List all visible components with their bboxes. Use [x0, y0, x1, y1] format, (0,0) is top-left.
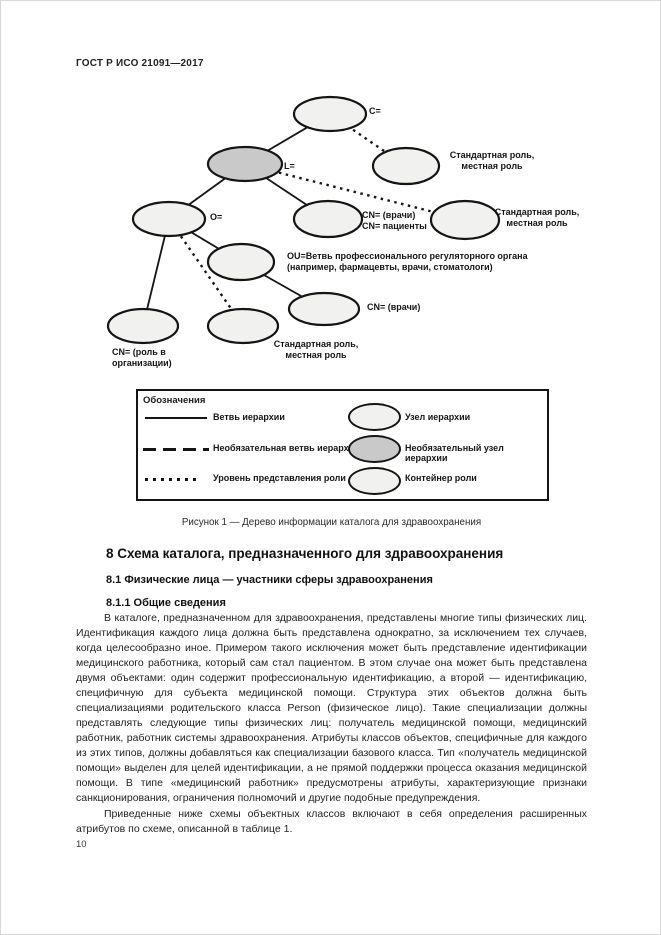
legend-line-branch-sample [145, 417, 207, 419]
legend-label-optional-branch: Необязательная ветвь иерархии [213, 443, 360, 453]
legend-role-container-sample [348, 467, 401, 495]
label-cn-org-role: CN= (роль в организации) [112, 347, 172, 368]
label-cn-doctors-patients: CN= (врачи) CN= пациенты [362, 210, 427, 231]
node-std-role-top [371, 146, 441, 186]
legend-optional-node-sample [348, 435, 401, 463]
legend-label-node: Узел иерархии [405, 412, 471, 422]
node-c [292, 95, 368, 133]
node-o [131, 200, 207, 238]
text-flow: Рисунок 1 — Дерево информации каталога д… [1, 511, 660, 837]
role-line-o [168, 218, 244, 327]
label-std-role-mid: Стандартная роль, местная роль [494, 207, 580, 228]
legend-line-role-level-sample [145, 478, 201, 481]
legend-label-role-level: Уровень представления роли [213, 473, 346, 483]
node-cn-doctors [287, 291, 361, 327]
figure-caption: Рисунок 1 — Дерево информации каталога д… [181, 517, 482, 528]
label-cn-doctors: CN= (врачи) [367, 302, 421, 312]
document-header-title: ГОСТ Р ИСО 21091—2017 [76, 58, 204, 69]
node-cn-doctors-patients [292, 199, 364, 239]
node-l-optional [206, 145, 284, 183]
legend-box: Обозначения Ветвь иерархии Необязательна… [136, 389, 549, 501]
label-std-role-bottom: Стандартная роль, местная роль [273, 339, 359, 360]
label-o: O= [210, 212, 223, 222]
legend-title: Обозначения [143, 395, 206, 406]
page-number: 10 [76, 839, 87, 850]
legend-line-optional-branch-sample [143, 448, 209, 451]
label-l: L= [284, 161, 295, 171]
node-ou [206, 242, 276, 282]
tree-diagram-svg [106, 95, 501, 345]
legend-node-sample [348, 403, 401, 431]
legend-label-branch: Ветвь иерархии [213, 412, 285, 422]
role-line-l [244, 162, 466, 222]
section-heading-8-1-1: 8.1.1 Общие сведения [106, 597, 226, 609]
label-std-role-top: Стандартная роль, местная роль [449, 150, 535, 171]
node-std-role-mid [429, 199, 501, 241]
node-std-role-bottom [206, 307, 280, 345]
label-c: C= [369, 106, 381, 116]
legend-label-role-container: Контейнер роли [405, 473, 477, 483]
section-heading-8-1: 8.1 Физические лица — участники сферы зд… [106, 574, 433, 586]
figure-diagram: C= L= O= Стандартная роль, местная роль … [1, 86, 660, 511]
body-paragraph-2: Приведенные ниже схемы объектных классов… [76, 808, 587, 835]
body-paragraph-1: В каталоге, предназначенном для здравоох… [76, 612, 587, 804]
node-cn-org-role [106, 307, 180, 345]
section-heading-8: 8 Схема каталога, предназначенного для з… [106, 546, 504, 561]
label-ou-branch: OU=Ветвь профессионального регуляторного… [287, 251, 528, 272]
legend-label-optional-node: Необязательный узел иерархии [405, 443, 504, 463]
